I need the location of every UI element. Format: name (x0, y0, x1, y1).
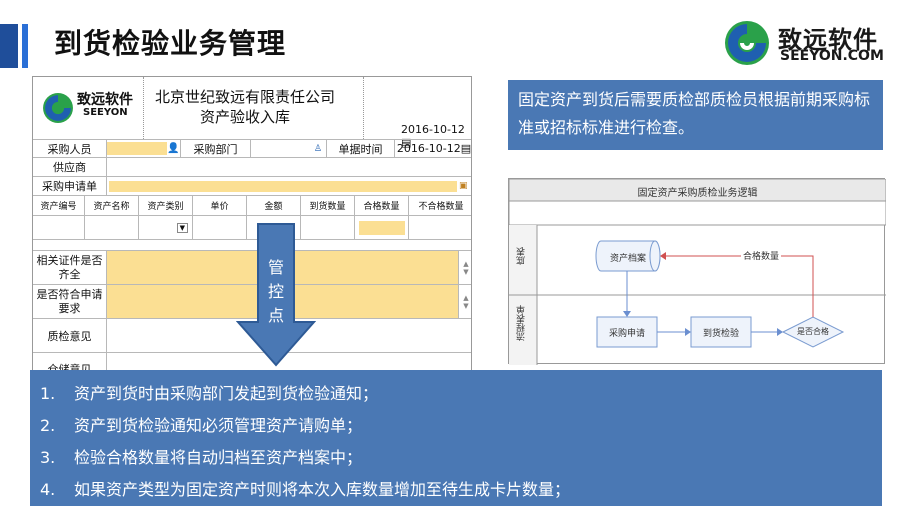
edge-label: 合格数量 (741, 249, 782, 262)
seeyon-swirl-icon (43, 93, 73, 123)
qualified-qty-field[interactable] (355, 216, 409, 239)
item-text: 资产到货时由采购部门发起到货检验通知； (74, 384, 379, 403)
arrival-node-label: 到货检验 (702, 329, 739, 339)
supplier-row: 供应商 (33, 158, 471, 177)
request-label: 采购申请单 (33, 177, 107, 195)
decision-node-label: 是否合格 (797, 327, 829, 336)
table-cell[interactable] (193, 216, 247, 239)
lane-label-base: 底表 (517, 247, 527, 265)
page-title: 到货检验业务管理 (54, 27, 287, 60)
select-icon[interactable]: ▣ (459, 181, 468, 191)
match-label: 是否符合申请要求 (33, 285, 107, 318)
form-logo: 致远软件 SEEYON (39, 85, 139, 135)
item-text: 如果资产类型为固定资产时则将本次入库数量增加至待生成卡片数量； (74, 480, 571, 499)
company-name: 北京世纪致远有限责任公司 (154, 88, 335, 106)
dept-field[interactable]: ♙ (251, 140, 327, 157)
decision-node (781, 316, 845, 348)
item-number: 2. (40, 416, 56, 435)
flow-canvas (509, 179, 886, 365)
process-flow-diagram: 固定资产采购质检业务逻辑 底表 流程表单 资产档案 采购申请 到货检验 是否合格… (508, 178, 886, 365)
supplier-label: 供应商 (33, 158, 107, 176)
archive-node-label: 资产档案 (609, 254, 646, 264)
category-select[interactable]: ▼ (139, 216, 193, 239)
control-point-label: 管控点 (267, 258, 284, 325)
list-item: 1. 资产到货时由采购部门发起到货检验通知； (40, 378, 872, 410)
column-header: 金额 (247, 196, 301, 215)
form-header: 北京世纪致远有限责任公司 资产验收入库 (145, 87, 345, 127)
item-number: 1. (40, 384, 56, 403)
dept-label: 采购部门 (181, 140, 251, 157)
column-header: 资产类别 (139, 196, 193, 215)
buyer-field[interactable]: 👤 (107, 140, 181, 157)
form-logo-en: SEEYON (83, 107, 128, 118)
calendar-icon[interactable]: ▤ (401, 136, 412, 149)
form-logo-cn: 致远软件 (77, 92, 133, 108)
item-text: 资产到货检验通知必须管理资产请购单； (74, 416, 363, 435)
item-number: 4. (40, 480, 56, 499)
qc-label: 质检意见 (33, 319, 107, 352)
column-header: 合格数量 (355, 196, 409, 215)
brand-logo: 致远软件 SEEYON.COM (722, 18, 884, 68)
buyer-label: 采购人员 (33, 140, 107, 157)
column-header: 资产编号 (33, 196, 85, 215)
request-field[interactable]: ▣ (107, 177, 471, 195)
request-row: 采购申请单 ▣ (33, 177, 471, 196)
lane-label-process: 流程表单 (517, 305, 527, 341)
table-cell[interactable] (85, 216, 139, 239)
dept-picker-icon[interactable]: ♙ (313, 143, 322, 154)
brand-name-cn: 致远软件 (778, 26, 878, 54)
table-footer-row (33, 240, 471, 251)
item-number: 3. (40, 448, 56, 467)
doc-time-label: 单据时间 (327, 140, 395, 157)
dropdown-arrow-icon[interactable]: ▼ (176, 222, 188, 233)
table-row: ▼ (33, 216, 471, 240)
form-title: 资产验收入库 (199, 108, 290, 126)
table-cell[interactable] (33, 216, 85, 239)
calendar-icon[interactable]: ▤ (460, 142, 472, 155)
key-points-panel: 1. 资产到货时由采购部门发起到货检验通知； 2. 资产到货检验通知必须管理资产请购… (30, 370, 882, 506)
column-header: 资产名称 (85, 196, 139, 215)
table-header-row: 资产编号 资产名称 资产类别 单价 金额 到货数量 合格数量 不合格数量 (33, 196, 471, 216)
table-cell[interactable] (409, 216, 471, 239)
table-cell[interactable] (247, 216, 301, 239)
brand-name-en: SEEYON.COM (780, 48, 884, 64)
textarea-scrollbar[interactable]: ▲▼ (463, 259, 469, 276)
info-panel: 固定资产到货后需要质检部质检员根据前期采购标准或招标标准进行检查。 (508, 80, 883, 150)
form-date[interactable]: 2016-10-12 ▤ (401, 123, 465, 149)
list-item: 2. 资产到货检验通知必须管理资产请购单； (40, 410, 872, 442)
arrival-node (690, 316, 752, 348)
qc-row: 质检意见 (33, 319, 471, 353)
supplier-field[interactable] (107, 158, 471, 176)
flow-title: 固定资产采购质检业务逻辑 (637, 188, 758, 199)
column-header: 不合格数量 (418, 202, 464, 212)
textarea-scrollbar[interactable]: ▲▼ (463, 293, 469, 310)
column-header: 单价 (193, 196, 247, 215)
item-text: 检验合格数量将自动归档至资产档案中； (74, 448, 363, 467)
user-picker-icon[interactable]: 👤 (167, 143, 180, 154)
table-cell[interactable] (301, 216, 355, 239)
list-item: 4. 如果资产类型为固定资产时则将本次入库数量增加至待生成卡片数量； (40, 474, 872, 506)
title-accent-stripe (22, 24, 28, 68)
seeyon-swirl-icon (725, 21, 769, 65)
cert-label: 相关证件是否齐全 (33, 251, 107, 284)
control-point-arrow-icon (236, 223, 316, 367)
request-node-label: 采购申请 (608, 329, 645, 339)
buyer-row: 采购人员 👤 采购部门 ♙ 单据时间 2016-10-12▤ (33, 139, 472, 158)
title-accent-bar (0, 24, 18, 68)
doc-time-field[interactable]: 2016-10-12▤ (396, 142, 472, 155)
list-item: 3. 检验合格数量将自动归档至资产档案中； (40, 442, 872, 474)
column-header: 到货数量 (301, 196, 355, 215)
